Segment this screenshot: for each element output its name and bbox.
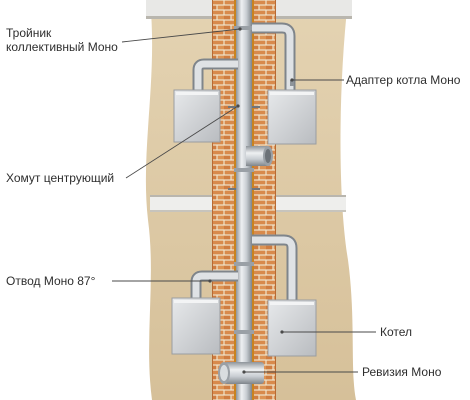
label-collective-tee-line2: коллективный Моно bbox=[6, 40, 118, 54]
lower-left-boiler bbox=[171, 270, 238, 355]
centering-clamp bbox=[228, 106, 260, 190]
label-boiler: Котел bbox=[380, 325, 413, 339]
label-revision: Ревизия Моно bbox=[362, 365, 442, 379]
leader-tee bbox=[121, 28, 241, 43]
lower-right-boiler bbox=[252, 234, 317, 357]
label-collective-tee: Тройник коллективный Моно bbox=[6, 26, 118, 54]
upper-left-boiler bbox=[173, 58, 238, 143]
label-boiler-adapter: Адаптер котла Моно bbox=[346, 73, 461, 87]
leader-clamp bbox=[125, 105, 239, 179]
collective-tee-upper bbox=[246, 146, 273, 166]
label-elbow-87: Отвод Моно 87° bbox=[6, 274, 96, 288]
leader-lines bbox=[112, 28, 376, 373]
revision-tee bbox=[218, 362, 264, 400]
label-centering-clamp: Хомут центрующий bbox=[6, 171, 115, 185]
main-pipe bbox=[236, 0, 252, 400]
upper-right-boiler bbox=[252, 22, 317, 145]
label-collective-tee-line1: Тройник bbox=[6, 26, 52, 40]
